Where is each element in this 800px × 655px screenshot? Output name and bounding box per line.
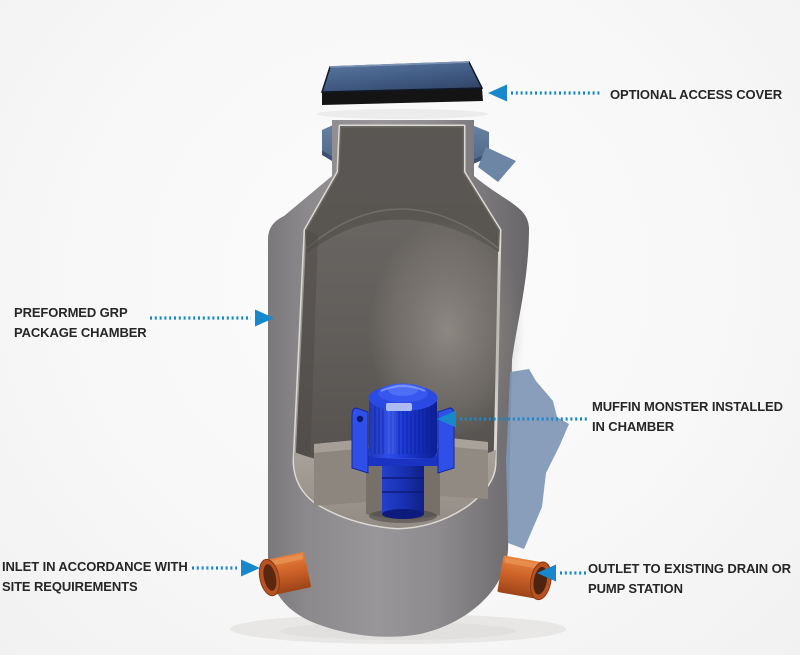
label-inlet: INLET IN ACCORDANCE WITH SITE REQUIREMEN…: [2, 557, 188, 596]
label-line: IN CHAMBER: [592, 418, 675, 434]
arrow-grp-chamber: [150, 309, 274, 327]
pump-pedestal: [382, 462, 424, 519]
label-outlet: OUTLET TO EXISTING DRAIN OR PUMP STATION: [588, 559, 791, 598]
chamber-flange-corner: [478, 147, 516, 182]
label-muffin-monster: MUFFIN MONSTER INSTALLED IN CHAMBER: [592, 397, 783, 436]
pump-bracket-left: [351, 407, 369, 474]
arrow-inlet: [192, 559, 260, 577]
outlet-pipe: [497, 555, 552, 601]
label-line: PREFORMED GRP: [14, 305, 128, 320]
label-line: OUTLET TO EXISTING DRAIN OR: [588, 561, 791, 576]
label-line: PACKAGE CHAMBER: [14, 324, 147, 340]
label-line: INLET IN ACCORDANCE WITH: [2, 559, 188, 574]
muffin-monster-pump: [351, 383, 455, 523]
label-line: OPTIONAL ACCESS COVER: [610, 87, 782, 102]
label-grp-chamber: PREFORMED GRP PACKAGE CHAMBER: [14, 303, 147, 342]
arrow-muffin-monster: [437, 410, 588, 428]
label-line: SITE REQUIREMENTS: [2, 578, 138, 594]
inlet-pipe: [258, 552, 311, 597]
label-access-cover: OPTIONAL ACCESS COVER: [610, 85, 782, 105]
arrow-outlet: [537, 564, 586, 582]
label-line: MUFFIN MONSTER INSTALLED: [592, 399, 783, 414]
pump-motor: [368, 383, 438, 458]
cast-shadow: [506, 369, 569, 549]
label-line: PUMP STATION: [588, 580, 683, 596]
arrow-access-cover: [488, 84, 601, 102]
access-cover: [316, 61, 488, 119]
